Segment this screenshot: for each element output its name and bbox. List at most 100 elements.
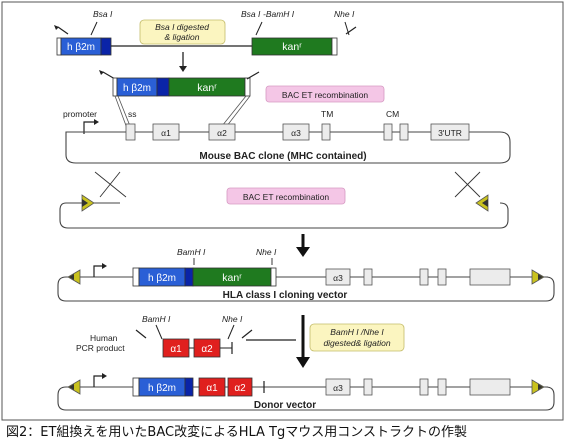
digest-note <box>139 19 226 45</box>
frt-arrow-left-1-core <box>82 199 88 207</box>
nhe1-low-pointer <box>227 324 235 340</box>
frt-arrow-right-2-core <box>538 274 543 280</box>
digest-note-line1: Bsa I digested <box>155 22 209 32</box>
nhe1-low-label: Nhe I <box>222 314 243 324</box>
promoter-arrow <box>83 121 96 134</box>
fused-hb2m-cap <box>156 77 170 97</box>
kan-end <box>331 37 338 56</box>
promoter-label: promoter <box>63 109 97 119</box>
fragment-end <box>56 37 62 56</box>
tm-label: TM <box>321 109 333 119</box>
donor-a1 <box>198 377 226 397</box>
vector-exon-cm2 <box>437 268 447 286</box>
hb2m-label-4: h β2m <box>148 383 176 394</box>
promoter-arrowhead-2 <box>102 263 107 269</box>
row-donor-vector: h β2m α1 α2 α3 Donor vector <box>57 373 555 411</box>
fused-arrow-right <box>246 71 260 80</box>
vector-exon-cm1 <box>419 268 429 286</box>
figure-caption: 図2：ET組換えを用いたBAC改変によるHLA Tgマウス用コンストラクトの作製 <box>6 425 467 440</box>
exon-tm <box>321 123 331 141</box>
bamh1-top-label: -BamH I <box>263 9 295 19</box>
a3-label-2: α3 <box>333 273 343 283</box>
donor-exon-3utr <box>469 378 511 396</box>
hb2m-label-2: h β2m <box>123 83 151 94</box>
digest-note-2-line1: BamH I /Nhe I <box>330 327 384 337</box>
bsa1-pointer <box>90 21 98 36</box>
promoter-arrow-3 <box>93 375 104 387</box>
bac-backbone <box>65 131 511 164</box>
bac-et-note-1-text: BAC ET recombination <box>282 90 369 100</box>
cut-arrowhead <box>54 25 59 30</box>
pcr-product-label: PCR product <box>76 343 125 353</box>
row-fragments: Bsa I h β2m Bsa I digested & ligation ka… <box>54 9 357 72</box>
donor-exon-cm1 <box>419 378 429 396</box>
frt-arrow-right-3-core <box>538 384 543 390</box>
donor-vector-label: Donor vector <box>254 400 316 411</box>
figure-frame <box>1 1 564 421</box>
mouse-bac-label: Mouse BAC clone (MHC contained) <box>199 151 366 162</box>
row-mouse-bac: promoter ss TM CM α1 α2 α3 3'UTR Mouse B… <box>63 109 511 164</box>
bamh1-low-label: BamH I <box>142 314 171 324</box>
pcr-a2-label: α2 <box>201 344 213 355</box>
main-down-arrowhead-2 <box>296 357 310 368</box>
pcr-a1-label: α1 <box>170 344 182 355</box>
pcr-cut-arrow-right <box>241 329 253 339</box>
cm-label: CM <box>386 109 399 119</box>
a1-label: α1 <box>161 128 171 138</box>
promoter-arrowhead-3 <box>102 373 107 379</box>
bsa1-right-label: Bsa I <box>241 9 261 19</box>
cross-line-2 <box>99 171 121 198</box>
human-label: Human <box>90 333 118 343</box>
digest-note-2-line2: digested& ligation <box>323 338 390 348</box>
digest-note-2 <box>309 323 405 352</box>
donor-hb2m-cap <box>184 377 194 397</box>
down-arrowhead-1 <box>179 66 187 72</box>
bac-et-note-2-text: BAC ET recombination <box>243 192 330 202</box>
frt-arrow-left-2-core <box>69 274 74 280</box>
fused-end-left <box>112 77 118 97</box>
exon-cm2 <box>399 123 409 141</box>
hb2m-cap <box>100 37 112 56</box>
hla-vector-label: HLA class I cloning vector <box>223 290 348 301</box>
utr-label: 3'UTR <box>438 128 462 138</box>
nhe1-top-label: Nhe I <box>334 9 355 19</box>
vector-hb2m-cap <box>184 267 194 287</box>
vector-exon-a3 <box>325 268 351 286</box>
cut-arrow <box>57 26 69 35</box>
donor-a2-label: α2 <box>234 383 246 394</box>
exon-3utr <box>430 123 470 141</box>
exon-ss <box>125 123 136 141</box>
a3-label-3: α3 <box>333 383 343 393</box>
bsa1-left-label: Bsa I <box>93 9 113 19</box>
kan-label-3: kanʳ <box>222 272 242 284</box>
kan-label-1: kanʳ <box>282 41 302 53</box>
fused-end-right <box>244 77 251 97</box>
frt-arrow-left-3-core <box>69 384 74 390</box>
donor-end-left <box>132 377 140 397</box>
vector-end-left <box>132 267 140 287</box>
exon-cm1 <box>383 123 393 141</box>
a2-label: α2 <box>217 128 227 138</box>
hb2m-label-1: h β2m <box>67 42 95 53</box>
kan-label-2: kanʳ <box>197 82 217 94</box>
nhe1-mid-label: Nhe I <box>256 247 277 257</box>
main-down-arrowhead-1 <box>296 247 310 257</box>
cut-arrow-right <box>345 26 357 35</box>
pcr-cut-arrow-left <box>135 329 147 339</box>
fused-arrowhead-left <box>99 70 104 75</box>
hb2m-label-3: h β2m <box>148 273 176 284</box>
row-recombination: BAC ET recombination <box>59 171 509 229</box>
digest-note-line2: & ligation <box>165 32 200 42</box>
donor-exon-cm2 <box>437 378 447 396</box>
ss-label: ss <box>128 109 137 119</box>
exon-a3 <box>282 123 310 141</box>
vector-kan-end <box>270 267 277 287</box>
bac-et-note-2 <box>226 187 346 205</box>
vector-exon-tm <box>363 268 373 286</box>
row-cloning-vector: BamH I Nhe I h β2m kanʳ α3 HLA class I c… <box>57 247 555 302</box>
frt-arrow-right-1-core <box>482 199 488 207</box>
cross-line-4 <box>454 171 481 198</box>
promoter-arrowhead <box>94 119 99 125</box>
